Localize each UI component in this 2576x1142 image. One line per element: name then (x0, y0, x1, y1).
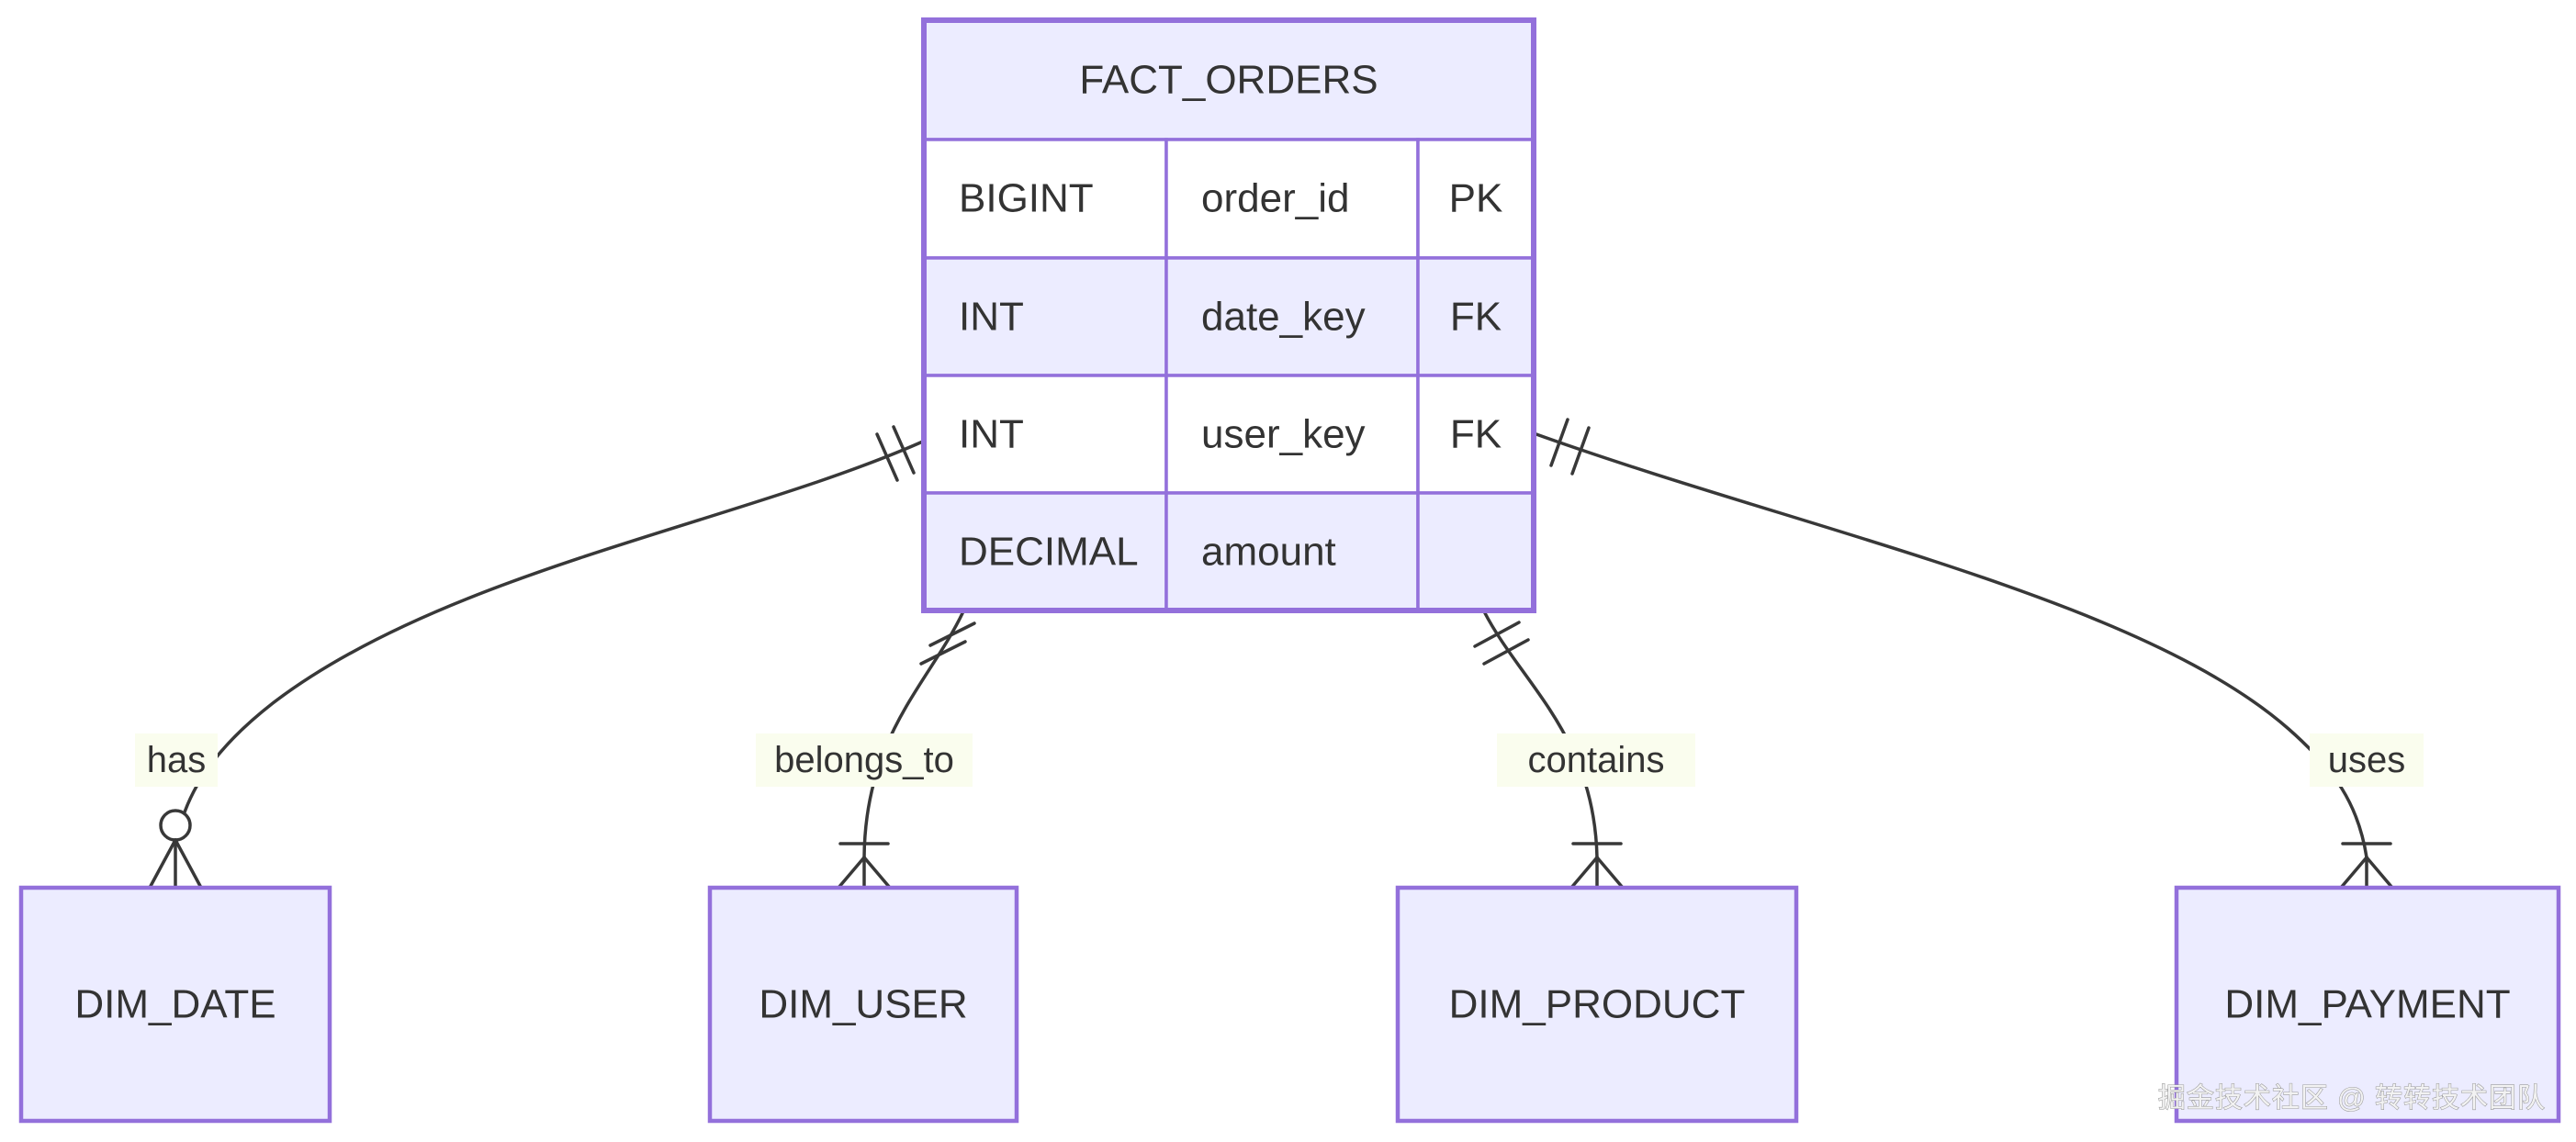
crows-foot-toe (2339, 856, 2368, 890)
crows-foot-toe (2365, 856, 2394, 890)
exactly-one-marker-belongs-to (919, 621, 976, 666)
attr-key-cell (1416, 138, 1535, 260)
attr-name-cell (1164, 491, 1420, 612)
zero-circle-icon (159, 809, 192, 842)
one-or-many-marker-contains (1569, 842, 1625, 890)
attr-type: INT (959, 412, 1024, 457)
tick-icon (919, 640, 967, 666)
attr-key-cell (1416, 374, 1535, 495)
entity-name: DIM_PRODUCT (1449, 982, 1746, 1027)
relationship-label: contains (1528, 740, 1665, 780)
tick-icon (1482, 638, 1530, 666)
edge-uses (1533, 431, 2368, 858)
one-or-many-marker-belongs-to (837, 842, 892, 890)
dim-user-entity: DIM_USER (707, 885, 1019, 1124)
zero-or-many-marker-has (148, 809, 203, 890)
attr-type-cell (922, 138, 1168, 260)
entity-box (707, 885, 1019, 1124)
entity-name: DIM_DATE (74, 982, 276, 1027)
tick-icon (875, 432, 899, 482)
attr-key: FK (1450, 295, 1502, 340)
edge-belongs-to (862, 610, 965, 858)
relationship-label-uses: uses (2310, 733, 2424, 787)
fact-table-border (921, 17, 1536, 613)
tick-icon (1473, 621, 1521, 648)
attr-key: FK (1450, 412, 1502, 457)
attr-type: INT (959, 295, 1024, 340)
entity-box (18, 885, 332, 1124)
exactly-one-marker-has (875, 425, 916, 482)
fact-orders-entity: FACT_ORDERS BIGINT order_id PK INT date_… (921, 17, 1536, 613)
attr-key-cell (1416, 491, 1535, 612)
label-background (2310, 733, 2424, 787)
tick-icon (928, 621, 976, 647)
attr-name-cell (1164, 256, 1420, 377)
attr-type: BIGINT (959, 176, 1094, 221)
watermark-text: 掘金技术社区 @ 转转技术团队 (2158, 1083, 2546, 1114)
relationship-label-has: has (135, 733, 218, 787)
dim-product-entity: DIM_PRODUCT (1395, 885, 1799, 1124)
one-or-many-marker-uses (2339, 842, 2394, 890)
label-background (1497, 733, 1695, 787)
entity-box (1395, 885, 1799, 1124)
relationship-label: has (147, 740, 207, 780)
exactly-one-marker-contains (1473, 621, 1530, 666)
dim-date-entity: DIM_DATE (18, 885, 332, 1124)
crows-foot-toe (837, 856, 866, 890)
entity-name: DIM_USER (759, 982, 967, 1027)
attr-key: PK (1449, 176, 1503, 221)
crows-foot-toe (862, 856, 892, 890)
dim-payment-entity: DIM_PAYMENT (2174, 885, 2561, 1124)
fact-table-header (922, 18, 1535, 141)
relationship-label: belongs_to (774, 740, 954, 780)
crows-foot-toe (1595, 856, 1625, 890)
tick-icon (1570, 426, 1591, 476)
attr-type-cell (922, 491, 1168, 612)
tick-icon (1549, 418, 1569, 467)
relationship-label-contains: contains (1497, 733, 1695, 787)
crows-foot-toe (1569, 856, 1599, 890)
attr-type: DECIMAL (959, 530, 1139, 575)
attr-name: amount (1201, 530, 1336, 575)
relationship-label: uses (2328, 740, 2406, 780)
crows-foot-toe (148, 838, 177, 890)
attr-name: order_id (1201, 176, 1349, 221)
label-background (756, 733, 973, 787)
attr-name: user_key (1201, 412, 1366, 457)
relationship-label-belongs-to: belongs_to (756, 733, 973, 787)
exactly-one-marker-uses (1549, 418, 1591, 476)
entity-name: DIM_PAYMENT (2224, 982, 2510, 1027)
label-background (135, 733, 218, 787)
attr-name-cell (1164, 374, 1420, 495)
attr-name-cell (1164, 138, 1420, 260)
attr-name: date_key (1201, 295, 1366, 340)
edge-contains (1482, 610, 1599, 858)
tick-icon (892, 425, 916, 475)
fact-table-title: FACT_ORDERS (1079, 58, 1378, 103)
entity-box (2174, 885, 2561, 1124)
crows-foot-toe (174, 838, 203, 890)
